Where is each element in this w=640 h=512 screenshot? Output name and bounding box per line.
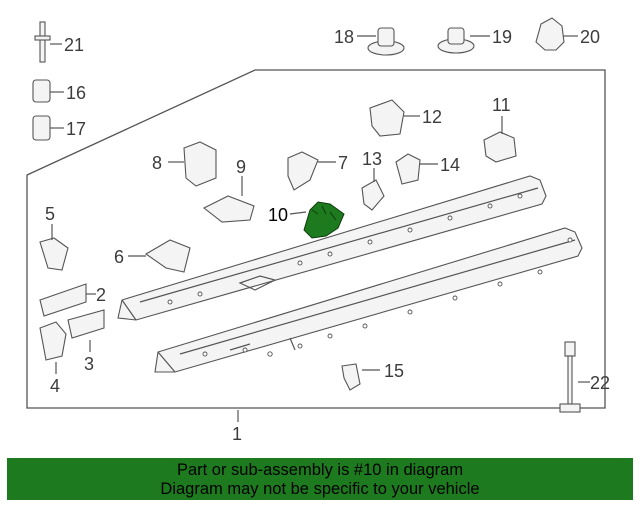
part-21-stud [34, 21, 51, 63]
caption-line-2: Diagram may not be specific to your vehi… [160, 480, 480, 498]
callout-9: 9 [236, 157, 246, 177]
callout-21: 21 [64, 35, 84, 55]
callout-6: 6 [114, 247, 124, 267]
callout-19: 19 [492, 27, 512, 47]
callout-18: 18 [334, 27, 354, 47]
frame-parts-diagram: 21 16 17 18 19 20 12 11 8 7 9 13 14 10 5… [26, 17, 610, 444]
callout-17: 17 [66, 119, 86, 139]
part-22-bracket [559, 341, 581, 413]
part-20-bumper [535, 17, 565, 51]
part-15-bracket [341, 363, 361, 391]
callout-4: 4 [50, 376, 60, 396]
callout-3: 3 [84, 354, 94, 374]
part-8-bracket [183, 141, 217, 187]
part-9-bracket [202, 195, 255, 223]
callout-12: 12 [422, 107, 442, 127]
frame-rail-lower [154, 227, 583, 373]
part-2-plate [39, 283, 87, 317]
caption-bar: Part or sub-assembly is #10 in diagram D… [7, 458, 633, 500]
callout-14: 14 [440, 155, 460, 175]
part-6-bracket [144, 239, 191, 273]
part-4-bracket [39, 321, 67, 361]
callout-16: 16 [66, 83, 86, 103]
part-14-bracket [395, 153, 421, 185]
part-10-highlighted[interactable] [303, 201, 345, 239]
callout-11: 11 [492, 95, 511, 115]
frame-rail-upper [117, 175, 547, 321]
callout-8: 8 [152, 153, 162, 173]
callout-22: 22 [590, 373, 610, 393]
callout-1: 1 [232, 424, 242, 444]
callout-15: 15 [384, 361, 404, 381]
callout-13: 13 [362, 149, 382, 169]
part-19-mount [437, 27, 475, 54]
part-18-mount [367, 27, 405, 56]
callout-2: 2 [96, 285, 106, 305]
part-7-bracket [287, 151, 319, 191]
part-17-bushing [32, 115, 51, 141]
part-16-bushing [32, 79, 51, 103]
part-11-bracket [483, 131, 517, 163]
leader-lines [50, 35, 590, 422]
callout-5: 5 [45, 204, 55, 224]
callout-10: 10 [268, 205, 288, 225]
callout-7: 7 [338, 153, 348, 173]
callout-20: 20 [580, 27, 600, 47]
part-3-plate [67, 309, 105, 339]
caption-line-1: Part or sub-assembly is #10 in diagram [176, 461, 464, 479]
part-12-bracket [369, 99, 405, 137]
diagram-panel [26, 69, 606, 409]
